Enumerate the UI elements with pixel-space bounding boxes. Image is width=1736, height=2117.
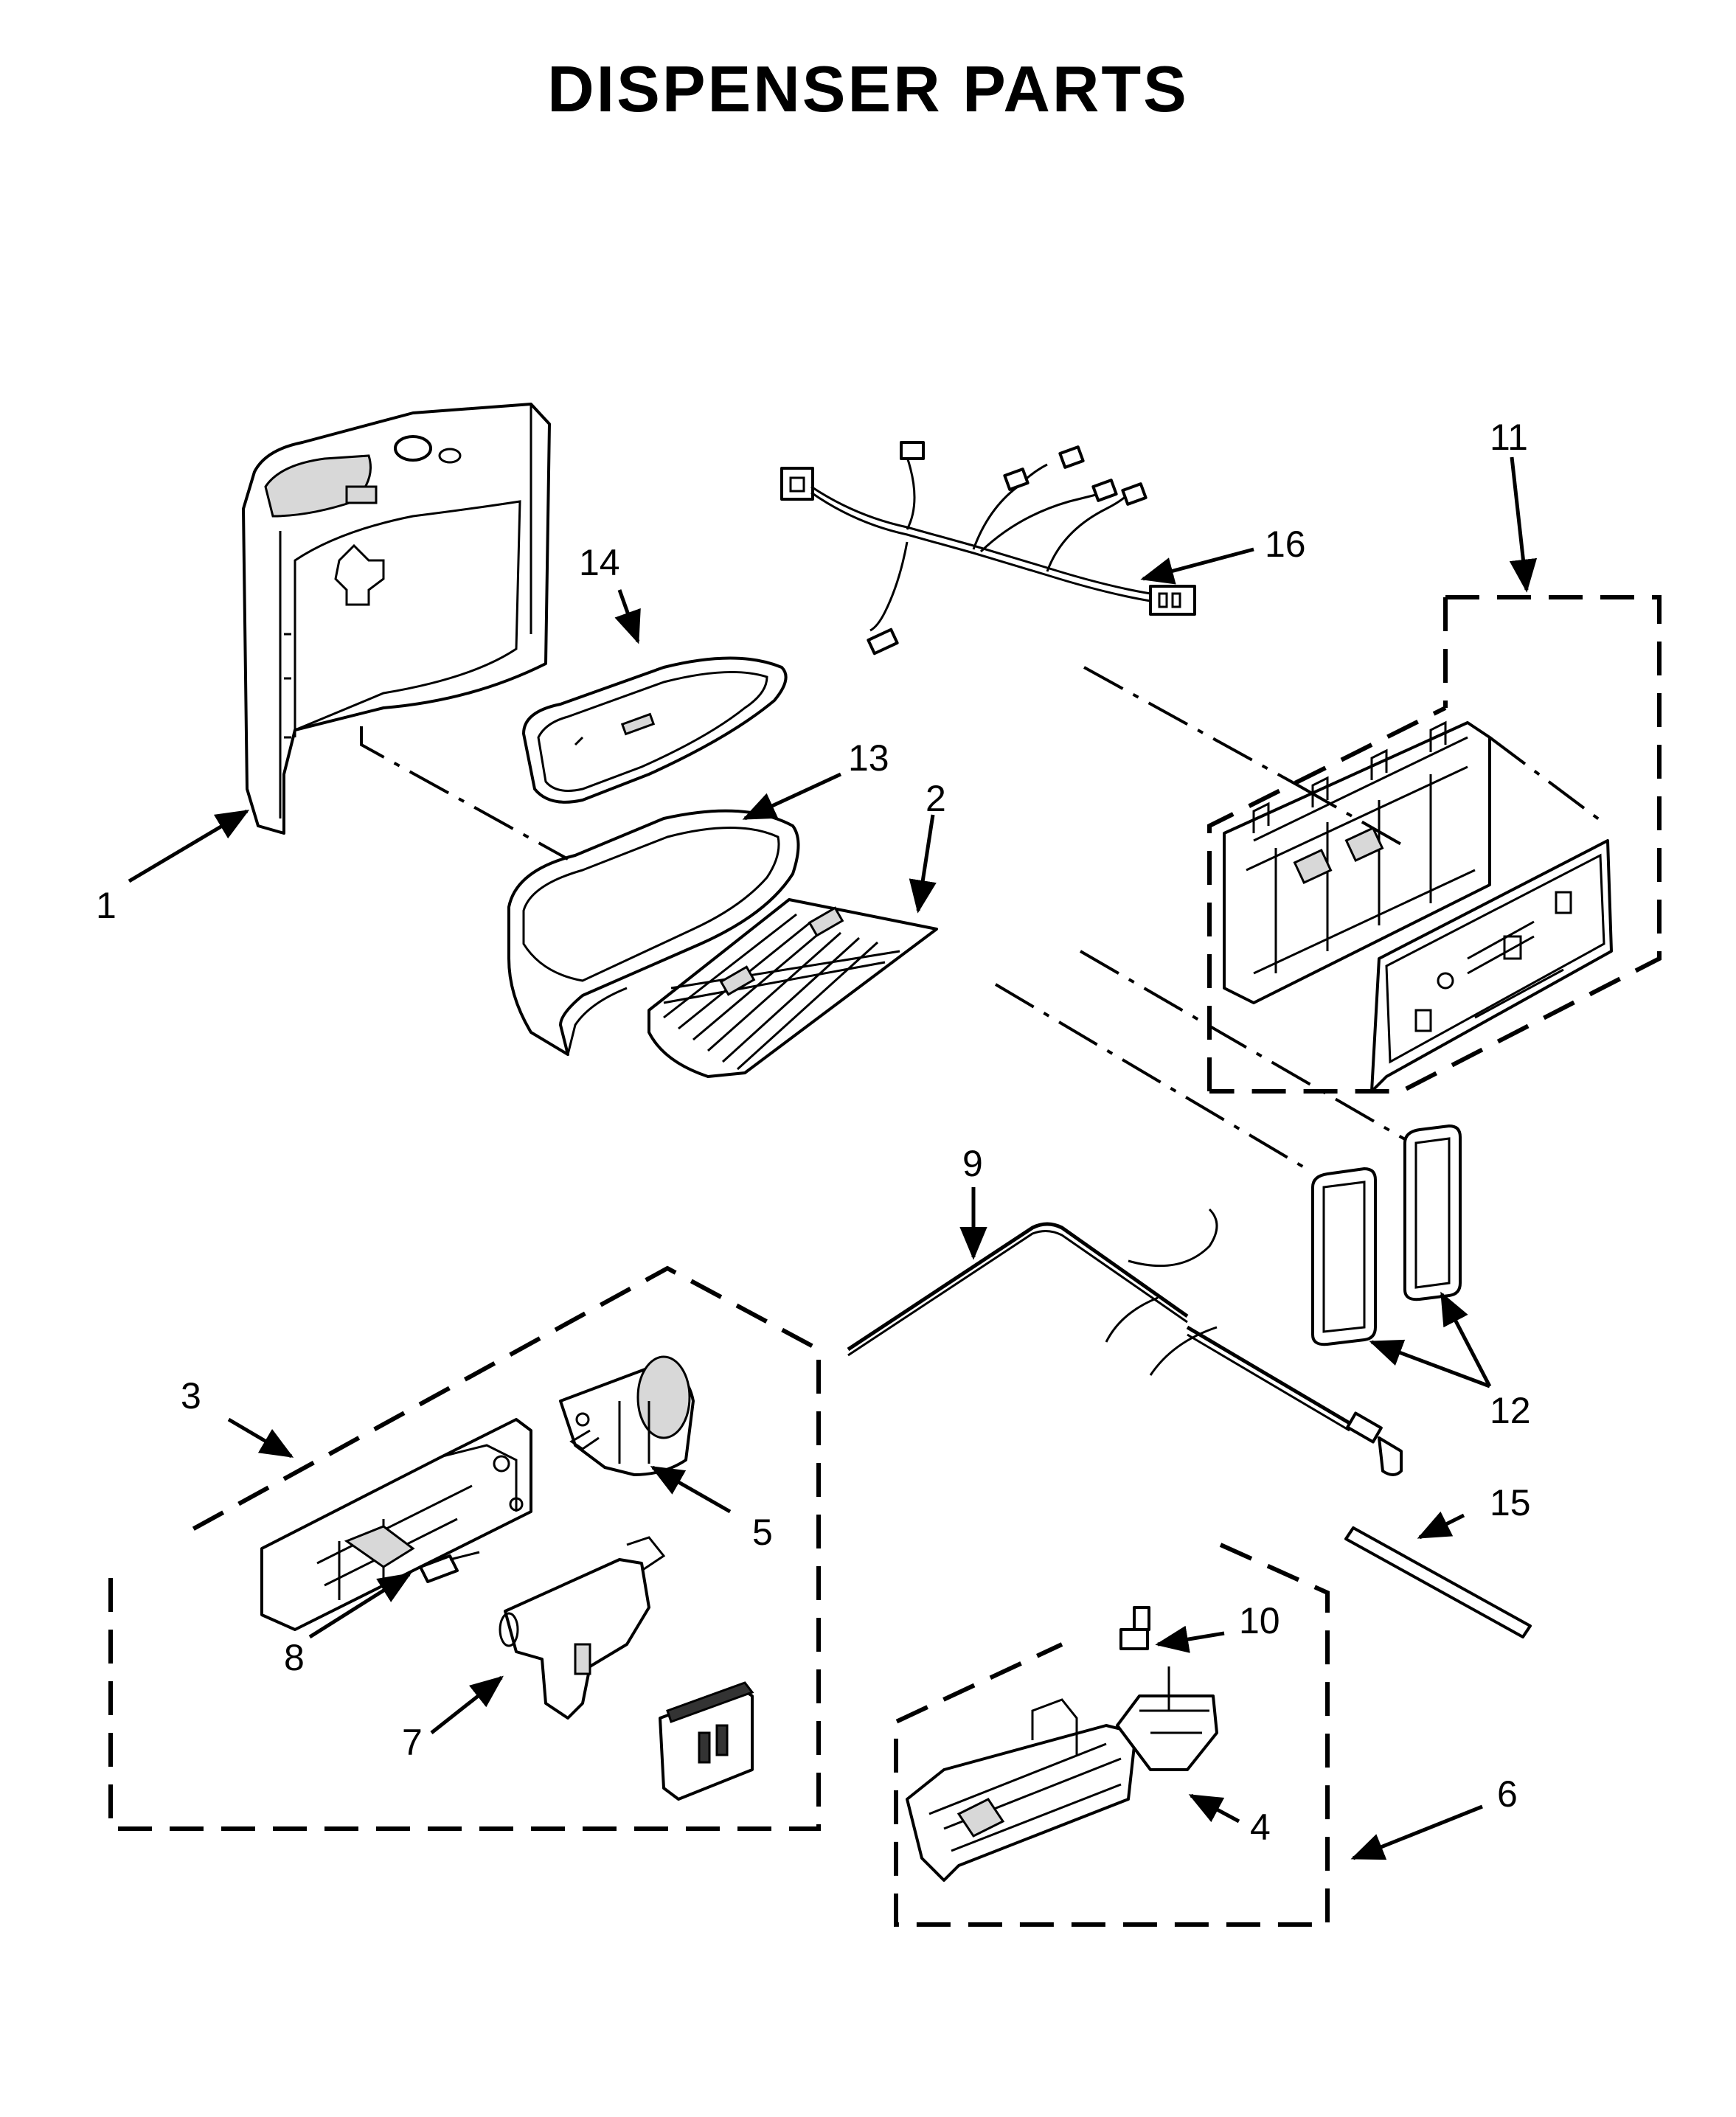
- callout-11: 11: [1490, 417, 1528, 458]
- part-14-gasket: [522, 656, 788, 804]
- part-3-actuator-assembly: [108, 1265, 821, 1831]
- callout-7: 7: [402, 1722, 423, 1763]
- callout-1: 1: [96, 885, 117, 926]
- callout-6: 6: [1497, 1773, 1518, 1815]
- callout-5: 5: [752, 1512, 773, 1553]
- part-1-housing: [242, 403, 551, 835]
- callout-15: 15: [1490, 1482, 1531, 1523]
- callout-8: 8: [284, 1637, 305, 1678]
- callout-labels: 1 2 3 4 5 6 7 8 9 10 11 12 13 14 15 16: [96, 417, 1531, 1848]
- callout-4: 4: [1250, 1807, 1271, 1848]
- callout-9: 9: [962, 1143, 983, 1184]
- part-12-paddles: [1311, 1124, 1462, 1346]
- part-11-control-assembly: [1207, 595, 1662, 1094]
- callout-16: 16: [1265, 524, 1306, 565]
- reference-lines: [360, 666, 1609, 1174]
- callout-3: 3: [181, 1375, 201, 1416]
- callout-10: 10: [1239, 1600, 1280, 1641]
- part-13-chute-frame: [507, 809, 800, 1056]
- callout-2: 2: [926, 778, 946, 819]
- part-16-wire-harness: [780, 441, 1196, 656]
- leader-arrows: [128, 456, 1538, 1860]
- callout-14: 14: [579, 542, 620, 583]
- part-15-rod: [1344, 1526, 1532, 1638]
- callout-12: 12: [1490, 1390, 1531, 1431]
- part-2-drip-grille: [647, 898, 938, 1078]
- part-9-rod: [847, 1208, 1403, 1476]
- part-6-dispenser-module: [894, 1543, 1330, 1927]
- page-title: DISPENSER PARTS: [547, 52, 1189, 125]
- callout-13: 13: [848, 737, 889, 779]
